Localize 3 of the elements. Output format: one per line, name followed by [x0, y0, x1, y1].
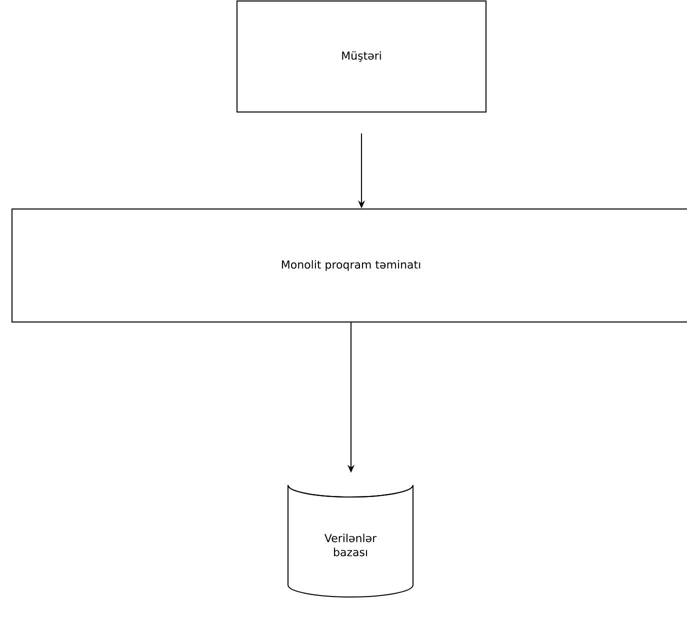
database-cylinder: Verilənlər bazası [288, 484, 414, 598]
process-box: Müştəri [236, 0, 486, 112]
process-box: Monolit proqram təminatı [12, 208, 687, 322]
